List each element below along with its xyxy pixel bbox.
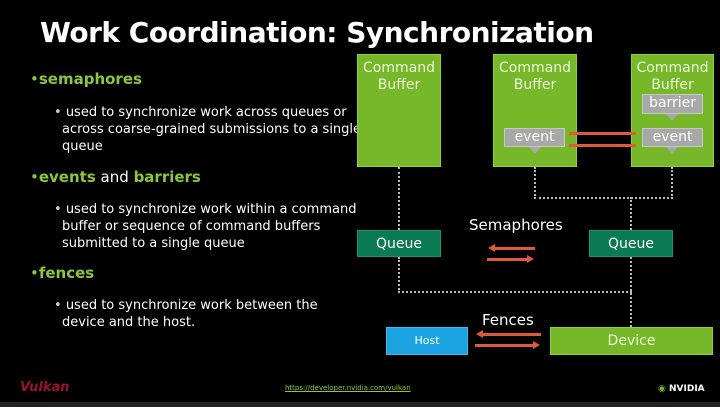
fences-label: Fences (482, 311, 534, 329)
bullet-fences: •fences (30, 264, 95, 282)
term: fences (38, 264, 95, 282)
bullet-desc: • used to synchronize work within a comm… (54, 202, 357, 251)
dotted-connector (398, 167, 400, 230)
dotted-connector (630, 197, 632, 230)
desc-text: used to synchronize work between the dev… (62, 298, 318, 330)
semaphores-label: Semaphores (469, 216, 563, 234)
dotted-connector (398, 291, 632, 293)
desc-text: used to synchronize work across queues o… (62, 105, 362, 154)
event-box-2: event (642, 128, 703, 147)
nvidia-logo: ◉ NVIDIA (658, 384, 705, 394)
arrow-left-icon (476, 330, 541, 338)
event-link-line (569, 132, 636, 135)
queue-2: Queue (589, 230, 673, 257)
barrier-box: barrier (642, 94, 703, 114)
event-link-line (569, 144, 636, 147)
dotted-connector (671, 167, 673, 199)
label: Command Buffer (499, 60, 571, 93)
dotted-connector (398, 257, 400, 293)
term: events (38, 168, 96, 186)
event-box-1: event (504, 128, 565, 147)
arrow-left-icon (488, 244, 535, 252)
command-buffer-1: Command Buffer (357, 54, 441, 167)
vulkan-logo: Vulkan (20, 380, 70, 395)
bullet-semaphores: •semaphores (30, 70, 142, 88)
dotted-connector (534, 167, 536, 199)
bottom-bar (0, 402, 720, 407)
and-text: and (100, 168, 129, 186)
bullet-events-barriers: •events and barriers (30, 168, 201, 186)
host-box: Host (386, 327, 468, 355)
dotted-connector (630, 257, 632, 327)
term: barriers (133, 168, 201, 186)
arrow-right-icon (487, 255, 534, 263)
dotted-connector (534, 197, 673, 199)
arrow-down-icon (666, 147, 678, 154)
arrow-down-icon (529, 147, 541, 154)
queue-1: Queue (357, 230, 441, 257)
label: Command Buffer (636, 60, 709, 93)
desc-text: used to synchronize work within a comman… (62, 202, 357, 251)
bullet-desc: • used to synchronize work between the d… (54, 298, 318, 330)
bullet-desc: • used to synchronize work across queues… (54, 105, 362, 154)
slide-title: Work Coordination: Synchronization (40, 16, 594, 49)
arrow-right-icon (475, 341, 540, 349)
arrow-down-icon (666, 114, 678, 121)
term: semaphores (38, 70, 142, 88)
url-link[interactable]: https://developer.nvidia.com/vulkan (285, 384, 411, 392)
device-box: Device (550, 327, 713, 355)
nvidia-text: NVIDIA (669, 384, 705, 394)
nvidia-eye-icon: ◉ (658, 384, 666, 394)
label: Command Buffer (363, 60, 435, 93)
